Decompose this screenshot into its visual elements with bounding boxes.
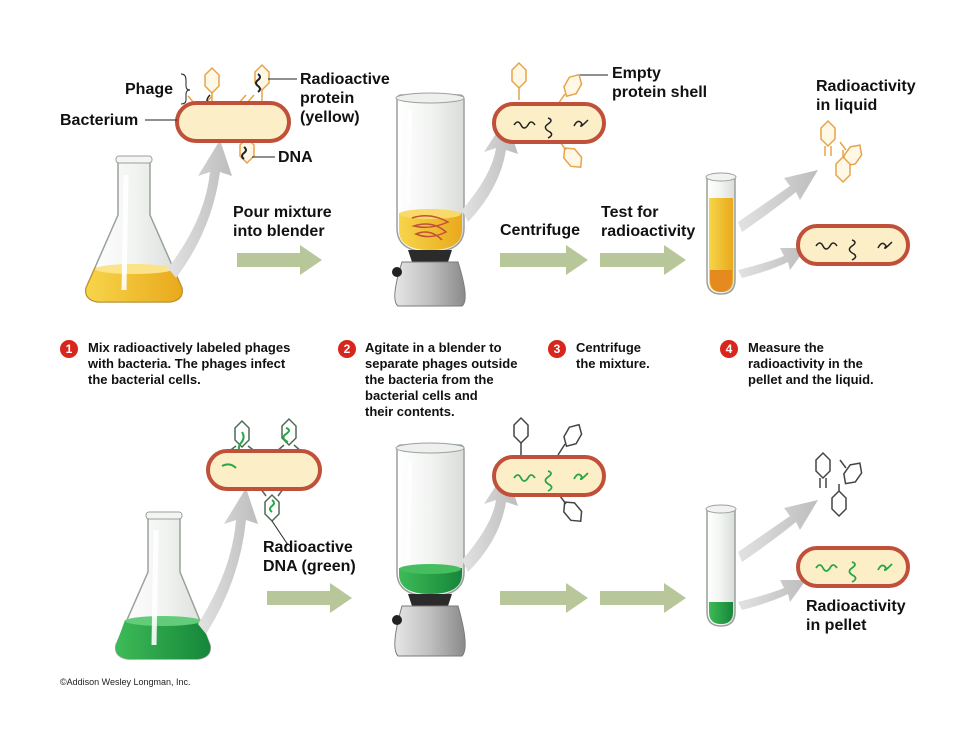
label-phage: Phage xyxy=(125,81,174,98)
step-badge-3: 3 xyxy=(548,340,566,358)
label-pour-mixture: Pour mixture into blender xyxy=(233,204,332,240)
bacterium-after-blend-top xyxy=(492,61,608,169)
label-radioactive-protein: Radioactive protein (yellow) xyxy=(300,71,390,126)
bacterium-infected-green xyxy=(206,417,322,546)
phages-in-liquid-top xyxy=(820,119,863,184)
label-radioactive-dna: Radioactive DNA (green) xyxy=(263,539,356,575)
arrow-flask-to-cell-bottom xyxy=(198,488,258,634)
step-4-text: Measure the radioactivity in the pellet … xyxy=(748,340,874,387)
bacterium-infected-yellow xyxy=(175,63,291,165)
label-dna: DNA xyxy=(278,149,313,166)
step-1-text: Mix radioactively labeled phages with ba… xyxy=(88,340,291,387)
arrow-test-top xyxy=(600,245,686,275)
test-tube-green xyxy=(705,504,737,627)
arrow-pour-top xyxy=(237,245,322,275)
blender-green xyxy=(392,442,466,657)
step-badge-4: 4 xyxy=(720,340,738,358)
arrow-centrifuge-bottom xyxy=(500,583,588,613)
step-3-text: Centrifuge the mixture. xyxy=(576,340,650,371)
blender-yellow xyxy=(392,92,466,307)
copyright-text: ©Addison Wesley Longman, Inc. xyxy=(60,677,191,687)
arrow-test-bottom xyxy=(600,583,686,613)
label-test-radioactivity: Test for radioactivity xyxy=(601,204,696,240)
arrow-flask-to-cell-top xyxy=(168,140,232,278)
bacterium-pellet-top xyxy=(796,224,910,266)
arrow-tube-to-liquid-bottom xyxy=(738,500,818,562)
label-radioactivity-pellet: Radioactivity in pellet xyxy=(806,598,906,634)
bacterium-after-blend-bottom xyxy=(492,416,606,523)
flask-yellow xyxy=(85,155,183,303)
arrow-tube-to-liquid xyxy=(738,170,818,232)
arrow-blender-to-cell-top xyxy=(462,118,518,222)
arrow-tube-to-pellet-top xyxy=(738,248,806,278)
label-centrifuge: Centrifuge xyxy=(500,222,580,239)
label-empty-protein-shell: Empty protein shell xyxy=(612,65,708,101)
phages-in-liquid-bottom xyxy=(815,451,863,518)
arrow-tube-to-pellet-bottom xyxy=(738,580,806,610)
arrow-pour-bottom xyxy=(267,583,352,613)
step-2-text: Agitate in a blender to separate phages … xyxy=(365,340,518,419)
arrow-centrifuge-top xyxy=(500,245,588,275)
arrow-blender-to-cell-bottom xyxy=(462,470,518,572)
test-tube-yellow xyxy=(705,172,737,295)
flask-green xyxy=(115,511,211,660)
label-bacterium: Bacterium xyxy=(60,112,139,129)
bacterium-pellet-bottom xyxy=(796,546,910,588)
label-radioactivity-liquid: Radioactivity in liquid xyxy=(816,78,916,114)
step-badge-2: 2 xyxy=(338,340,356,358)
step-badge-1: 1 xyxy=(60,340,78,358)
